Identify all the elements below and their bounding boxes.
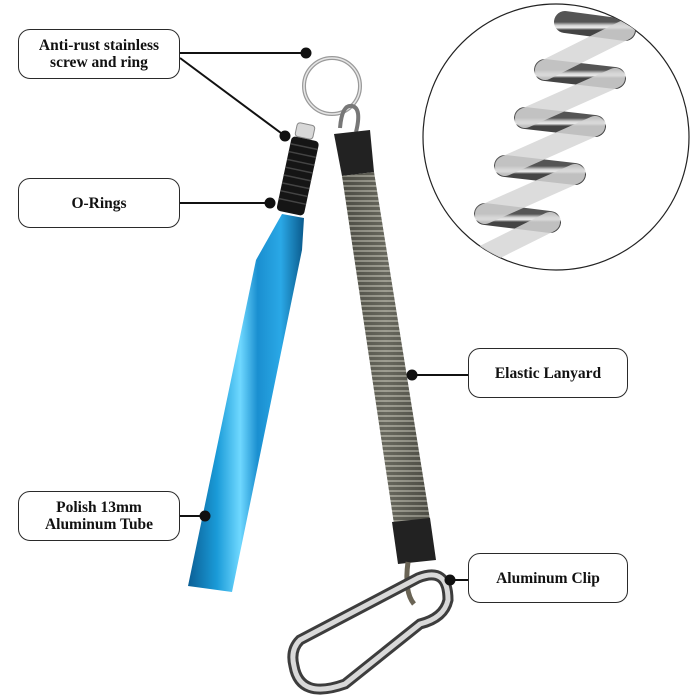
callout-elastic-lanyard: Elastic Lanyard [468, 348, 628, 398]
callout-o-rings: O-Rings [18, 178, 180, 228]
lanyard-loop [338, 103, 361, 133]
split-ring [302, 56, 362, 116]
callout-elastic-lanyard-text: Elastic Lanyard [494, 364, 602, 382]
callout-screw-ring-text: Anti-rust stainless screw and ring [38, 37, 160, 71]
screw-cap [294, 122, 316, 140]
lanyard-top-cap [334, 130, 374, 176]
callout-aluminum-tube: Polish 13mm Aluminum Tube [18, 491, 180, 541]
aluminum-clip [287, 561, 454, 695]
callout-screw-ring: Anti-rust stainless screw and ring [18, 29, 180, 79]
callout-aluminum-clip-text: Aluminum Clip [496, 569, 600, 587]
callout-aluminum-clip: Aluminum Clip [468, 553, 628, 603]
aluminum-tube [188, 214, 304, 592]
lanyard-bottom-cap [392, 518, 436, 564]
callout-o-rings-text: O-Rings [71, 194, 127, 212]
callout-aluminum-tube-text: Polish 13mm Aluminum Tube [44, 499, 154, 533]
spring-detail-inset [422, 3, 690, 271]
leader-lines [179, 47, 468, 586]
o-rings [276, 136, 319, 216]
